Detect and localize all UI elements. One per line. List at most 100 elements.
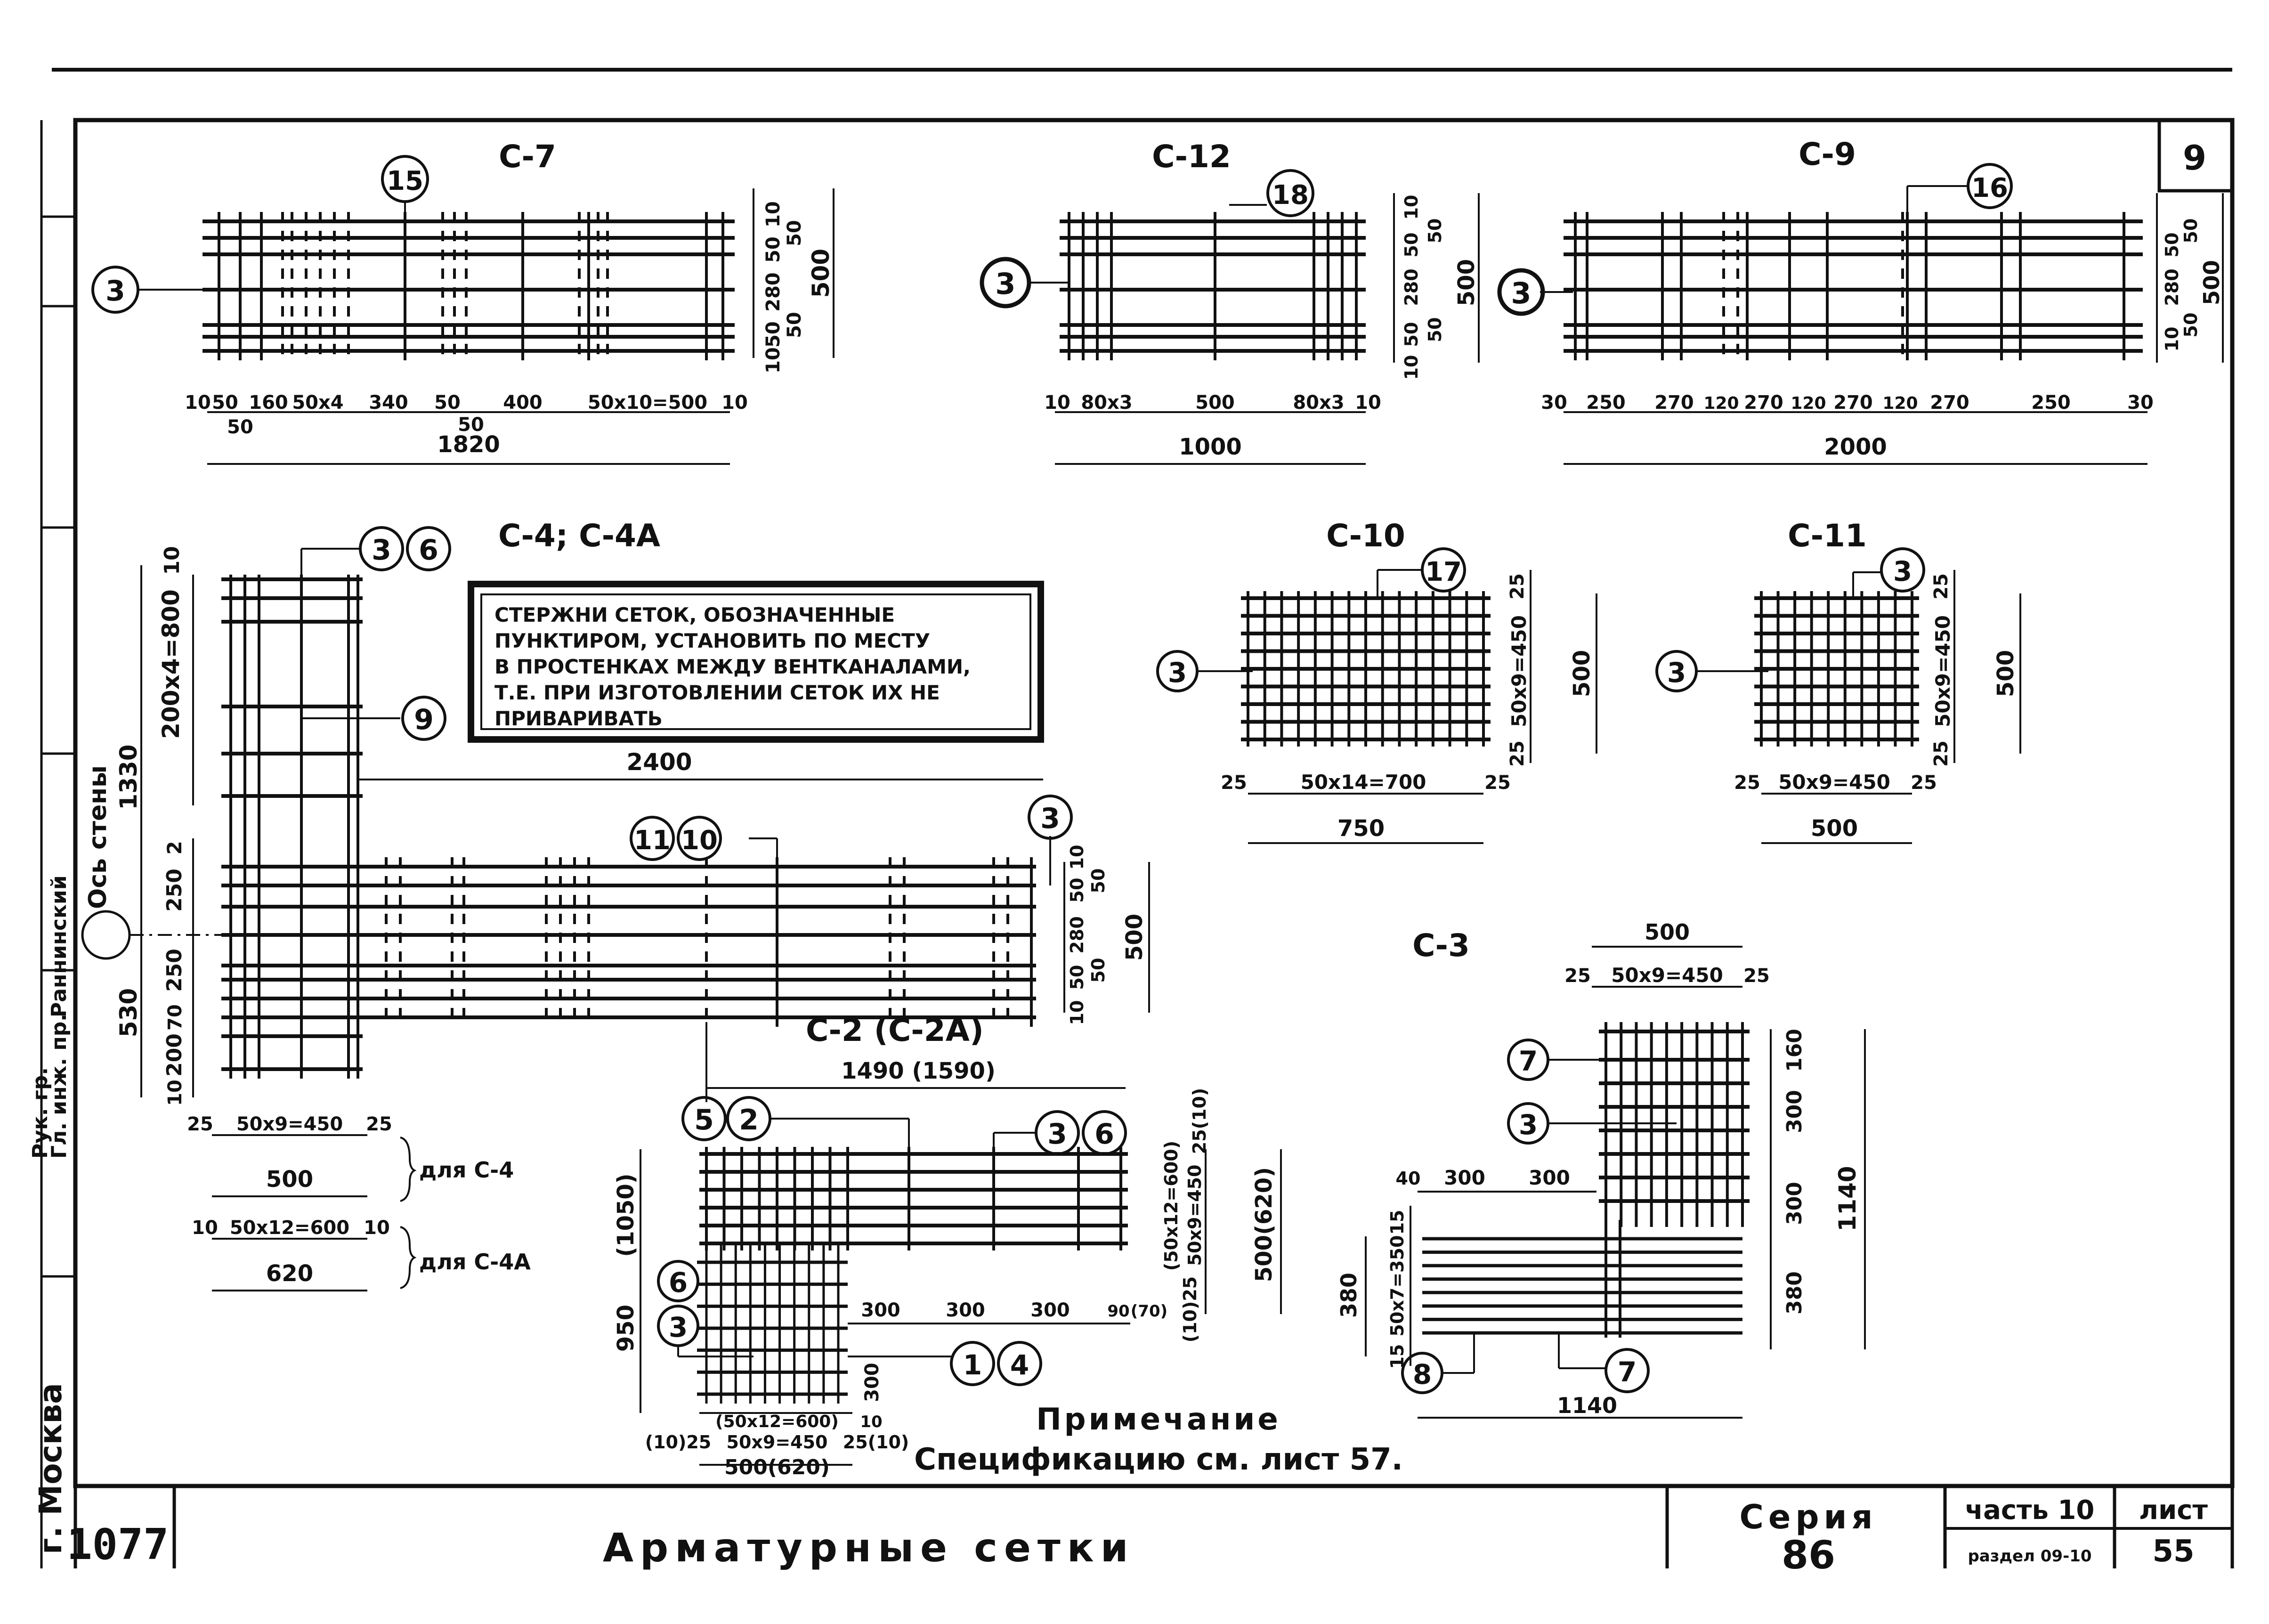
mark-circle [1421, 547, 1466, 593]
dim-text: 50 [212, 392, 238, 414]
dim-text: 50 [1067, 965, 1087, 990]
dim-total: 500 [266, 1166, 313, 1193]
mark-label: 3 [1168, 657, 1187, 689]
dim-text: 50 [1088, 958, 1109, 983]
dim-text: 50 [1067, 878, 1087, 903]
dim-text: 300 [861, 1299, 900, 1321]
mark-circle [1156, 650, 1199, 692]
mark-circle [1082, 1110, 1127, 1155]
mesh-c4: 3 6 9 10 200x4=800 1330 530 2 250 250 70… [81, 526, 1043, 1106]
dim-text: 50x9=450 [1778, 771, 1890, 794]
dim-text: 1490 (1590) [841, 1058, 996, 1084]
mark-circle [406, 526, 451, 571]
note-text: Спецификацию см. лист 57. [914, 1442, 1403, 1477]
dim-text: 50 [784, 312, 805, 338]
dim-text: 300 [1030, 1299, 1070, 1321]
dim-text: 10 [1401, 355, 1422, 380]
dim-text: 25 [1734, 772, 1760, 794]
dim-text: 250 [162, 949, 186, 992]
mark-label: 5 [694, 1104, 714, 1137]
mesh-c9: 3 16 50 50 280 50 10 500 30 250 270 120 … [1497, 163, 2224, 465]
mark-label: 6 [1094, 1118, 1114, 1151]
dim-text: 25 [1564, 965, 1591, 987]
dim-text: 270 [1744, 392, 1783, 414]
dim-text: 280 [2162, 268, 2182, 306]
dim-total: 750 [1337, 815, 1385, 842]
dim-text: 10 [1067, 845, 1087, 870]
dim-text: 50x9=450 [1931, 615, 1954, 727]
dim-text: 300 [1783, 1182, 1807, 1225]
dim-text: 10 [364, 1217, 390, 1239]
dim-total: 620 [266, 1260, 313, 1287]
dim-text: 200x4=800 [157, 589, 185, 739]
dim-text: 50x9=450 [1507, 615, 1531, 727]
dim-text: 90 [1107, 1302, 1129, 1321]
mark-circle [1028, 795, 1073, 840]
dim-text: 50x9=450 [1611, 964, 1723, 987]
dim-text: 15 [1387, 1344, 1408, 1369]
axis-circle [81, 910, 131, 960]
stamp-row-1: Гл. инж. пр. [47, 1014, 71, 1159]
dim-text: 270 [1654, 392, 1694, 414]
dim-text: 2 [163, 841, 186, 854]
dim-text: 500 [1121, 914, 1148, 961]
mark-circle [630, 816, 675, 861]
dim-text: 25 [1507, 740, 1528, 767]
dim-text: 50 [1088, 869, 1109, 893]
dim-text: 160 [1783, 1029, 1807, 1072]
mesh-c10-grid [1241, 591, 1491, 747]
dim-text: 25 [187, 1113, 213, 1135]
dim-text: 25 [1221, 772, 1247, 794]
mark-label: 17 [1425, 557, 1462, 587]
corner-box [2157, 118, 2234, 193]
mark-label: 3 [1667, 657, 1686, 689]
dim-text: 50 [762, 321, 784, 348]
mark-circle [997, 1341, 1042, 1386]
dim-text: 25(10) [843, 1432, 909, 1453]
stamp-row-2: Рук. гр. [28, 1067, 52, 1159]
mark-circle [1035, 1110, 1080, 1155]
series-value: 86 [1782, 1533, 1835, 1578]
dim-text: 380 [1783, 1271, 1807, 1315]
mesh-title-c11: С-11 [1788, 518, 1867, 554]
dim-text: 10 [160, 546, 184, 575]
for-c4-label: для С-4 [419, 1157, 514, 1183]
dim-text: 500(620) [1251, 1167, 1277, 1282]
dim-text: 10 [860, 1413, 882, 1431]
dim-text: 300 [1444, 1166, 1485, 1189]
wall-axis-label: Ось стены [84, 765, 112, 909]
mark-label: 7 [1618, 1356, 1637, 1388]
mark-label: 1 [963, 1349, 982, 1381]
mesh-c12-grid [1060, 212, 1366, 360]
mark-label: 9 [414, 703, 434, 736]
mesh-c2: 11 10 3 10 50 50 280 50 50 10 500 1490 (… [613, 795, 1282, 1479]
dim-text: 40 [1396, 1168, 1421, 1189]
dim-text: 250 [2031, 392, 2071, 414]
mesh-c4-grid [221, 575, 1036, 1079]
mesh-title-c10: С-10 [1326, 518, 1405, 554]
dim-text: 50x7=350 [1387, 1235, 1408, 1337]
dim-text: 10 [762, 347, 784, 374]
mark-label: 4 [1010, 1349, 1029, 1381]
dim-text: 50x9=450 [1184, 1165, 1205, 1266]
mark-label: 15 [387, 166, 423, 196]
dim-text: 50x9=450 [727, 1432, 828, 1453]
dim-total: 1140 [1557, 1393, 1617, 1418]
dim-text: 25 [1507, 573, 1528, 600]
dim-text: 50 [2180, 219, 2201, 244]
dim-text: 50 [1425, 317, 1445, 342]
mesh-title-c12: С-12 [1152, 138, 1231, 175]
mark-circle [1967, 163, 2013, 209]
dim-total: 500 [1811, 815, 1858, 842]
mark-label: 3 [372, 534, 391, 567]
mesh-c7-grid [203, 212, 735, 360]
dim-text: 50 [784, 220, 805, 246]
mesh-c3-grid [1422, 1022, 1750, 1338]
dim-text: 50 [458, 414, 484, 436]
dim-text: (70) [1131, 1302, 1167, 1321]
mark-label: 3 [1047, 1118, 1067, 1151]
dim-text: 25 [1911, 772, 1937, 794]
mesh-title-c3: С-3 [1412, 927, 1470, 964]
mesh-c3: 500 25 50x9=450 25 7 3 8 7 160 300 300 3… [1336, 919, 1866, 1419]
